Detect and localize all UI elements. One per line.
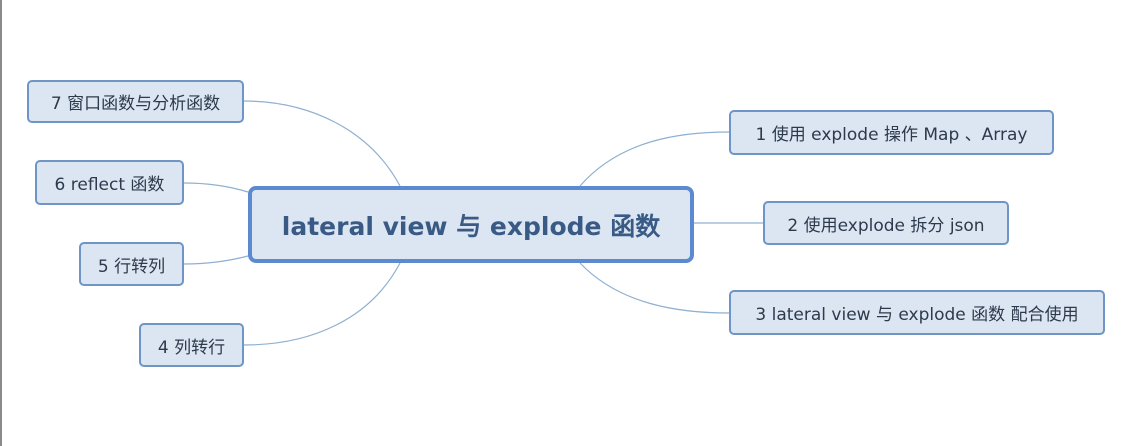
connector-topic-1 <box>579 131 730 187</box>
connector-topic-6 <box>183 182 249 193</box>
topic-label: 4 列转行 <box>157 337 226 358</box>
topic-1-explode-map-array[interactable]: 1 使用 explode 操作 Map 、Array <box>729 110 1054 155</box>
central-topic[interactable]: lateral view 与 explode 函数 <box>248 186 694 263</box>
topic-7-window-functions[interactable]: 7 窗口函数与分析函数 <box>27 80 244 123</box>
topic-label: 1 使用 explode 操作 Map 、Array <box>755 125 1028 145</box>
topic-label: 2 使用explode 拆分 json <box>787 215 985 236</box>
topic-label: 3 lateral view 与 explode 函数 配合使用 <box>755 305 1079 325</box>
topic-6-reflect[interactable]: 6 reflect 函数 <box>35 160 184 205</box>
connector-topic-3 <box>579 262 730 314</box>
connector-topic-5 <box>183 255 249 265</box>
topic-2-explode-json[interactable]: 2 使用explode 拆分 json <box>763 201 1009 245</box>
topic-5-row-to-column[interactable]: 5 行转列 <box>79 242 184 286</box>
topic-label: 6 reflect 函数 <box>54 175 165 195</box>
topic-label: 7 窗口函数与分析函数 <box>50 94 221 114</box>
topic-3-lateral-view-explode[interactable]: 3 lateral view 与 explode 函数 配合使用 <box>729 290 1105 335</box>
connector-topic-4 <box>243 262 401 346</box>
connector-topic-7 <box>243 100 401 187</box>
left-border-line <box>0 0 2 446</box>
central-topic-label: lateral view 与 explode 函数 <box>281 211 661 241</box>
topic-4-column-to-row[interactable]: 4 列转行 <box>139 323 244 367</box>
topic-label: 5 行转列 <box>97 256 166 277</box>
